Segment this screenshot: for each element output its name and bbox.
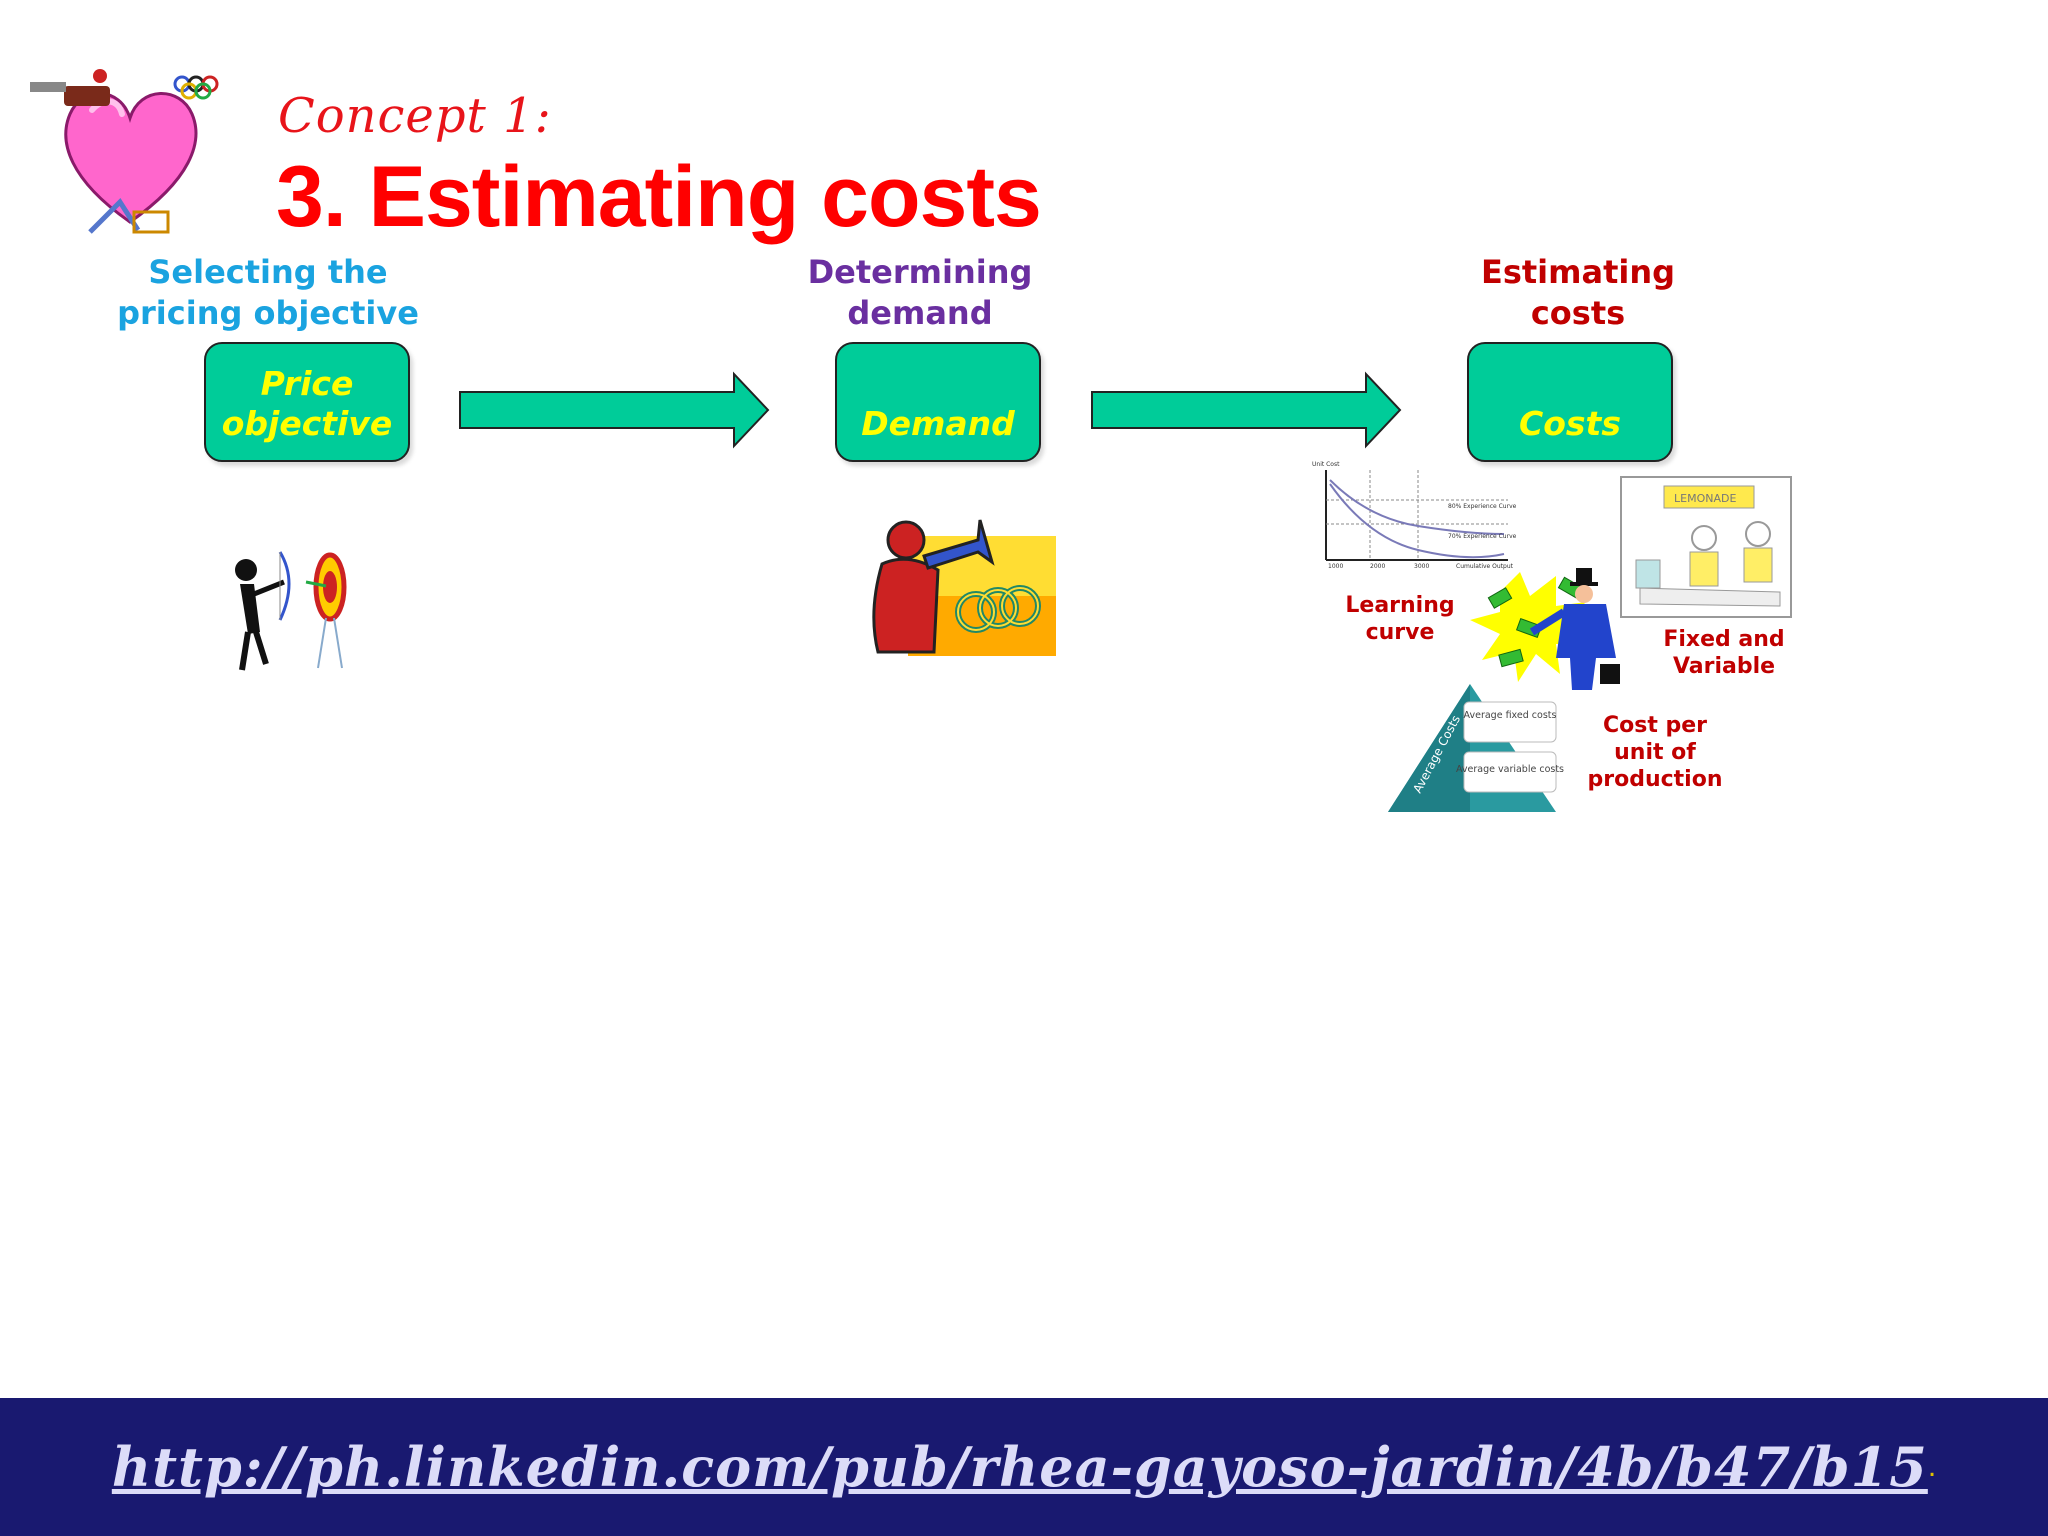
concept-label: Concept 1:: [278, 88, 552, 144]
chart-xtick: 2000: [1370, 563, 1385, 570]
box-label-line: Price: [260, 364, 354, 403]
footer-bar: http://ph.linkedin.com/pub/rhea-gayoso-j…: [0, 1398, 2048, 1536]
chart-curve-label: 80% Experience Curve: [1448, 503, 1517, 510]
pyramid-fixed-label: Average fixed costs: [1464, 710, 1557, 721]
step-label-line: costs: [1530, 294, 1626, 332]
lemonade-sign-text: LEMONADE: [1674, 492, 1736, 505]
step-label-line: Selecting the: [148, 253, 388, 291]
learning-curve-label: Learning curve: [1330, 592, 1470, 646]
step-label-estimating-costs: Estimating costs: [1408, 252, 1748, 334]
chart-xtick: 3000: [1414, 563, 1429, 570]
linkedin-url-link[interactable]: http://ph.linkedin.com/pub/rhea-gayoso-j…: [111, 1435, 1928, 1499]
heart-logo-icon: [30, 69, 219, 234]
lemonade-sketch-icon: LEMONADE: [1620, 476, 1792, 618]
price-objective-box: Price objective: [204, 342, 410, 462]
footer-dot: .: [1927, 1450, 1937, 1483]
cost-per-unit-label: Cost per unit of production: [1580, 712, 1730, 793]
chart-ylabel: Unit Cost: [1312, 461, 1340, 468]
arrow-right-icon: [1091, 371, 1402, 449]
chart-xlabel: Cumulative Output: [1456, 563, 1514, 570]
box-label-line: Demand: [861, 404, 1015, 443]
page-title: 3. Estimating costs: [276, 149, 1042, 245]
note-line: Cost per: [1602, 713, 1708, 738]
step-label-determining-demand: Determining demand: [750, 252, 1090, 334]
note-line: Fixed and: [1663, 627, 1785, 652]
box-label-line: objective: [221, 404, 393, 443]
step-label-pricing-objective: Selecting the pricing objective: [98, 252, 438, 334]
chart-curve-label: 70% Experience Curve: [1448, 533, 1517, 540]
megaphone-person-icon: [872, 519, 1056, 656]
note-line: unit of: [1614, 740, 1696, 765]
chart-xtick: 1000: [1328, 563, 1343, 570]
demand-box: Demand: [835, 342, 1041, 462]
pyramid-variable-label: Average variable costs: [1456, 764, 1564, 775]
note-line: Variable: [1672, 654, 1776, 679]
step-label-line: pricing objective: [117, 294, 419, 332]
box-label-line: Costs: [1519, 404, 1621, 443]
costs-box: Costs: [1467, 342, 1673, 462]
note-line: production: [1587, 767, 1723, 792]
learning-curve-chart: Unit Cost 80% Experience Curve 70% Exper…: [1312, 461, 1517, 570]
step-label-line: Determining: [807, 253, 1033, 291]
archer-target-icon: [235, 551, 347, 671]
note-line: Learning: [1345, 593, 1455, 618]
step-label-line: Estimating: [1480, 253, 1676, 291]
fixed-variable-label: Fixed and Variable: [1654, 626, 1794, 680]
arrow-right-icon: [459, 371, 770, 449]
average-costs-pyramid: Average Costs Average fixed costs Averag…: [1388, 684, 1564, 812]
note-line: curve: [1365, 620, 1435, 645]
money-businessman-icon: [1470, 568, 1620, 690]
step-label-line: demand: [847, 294, 993, 332]
